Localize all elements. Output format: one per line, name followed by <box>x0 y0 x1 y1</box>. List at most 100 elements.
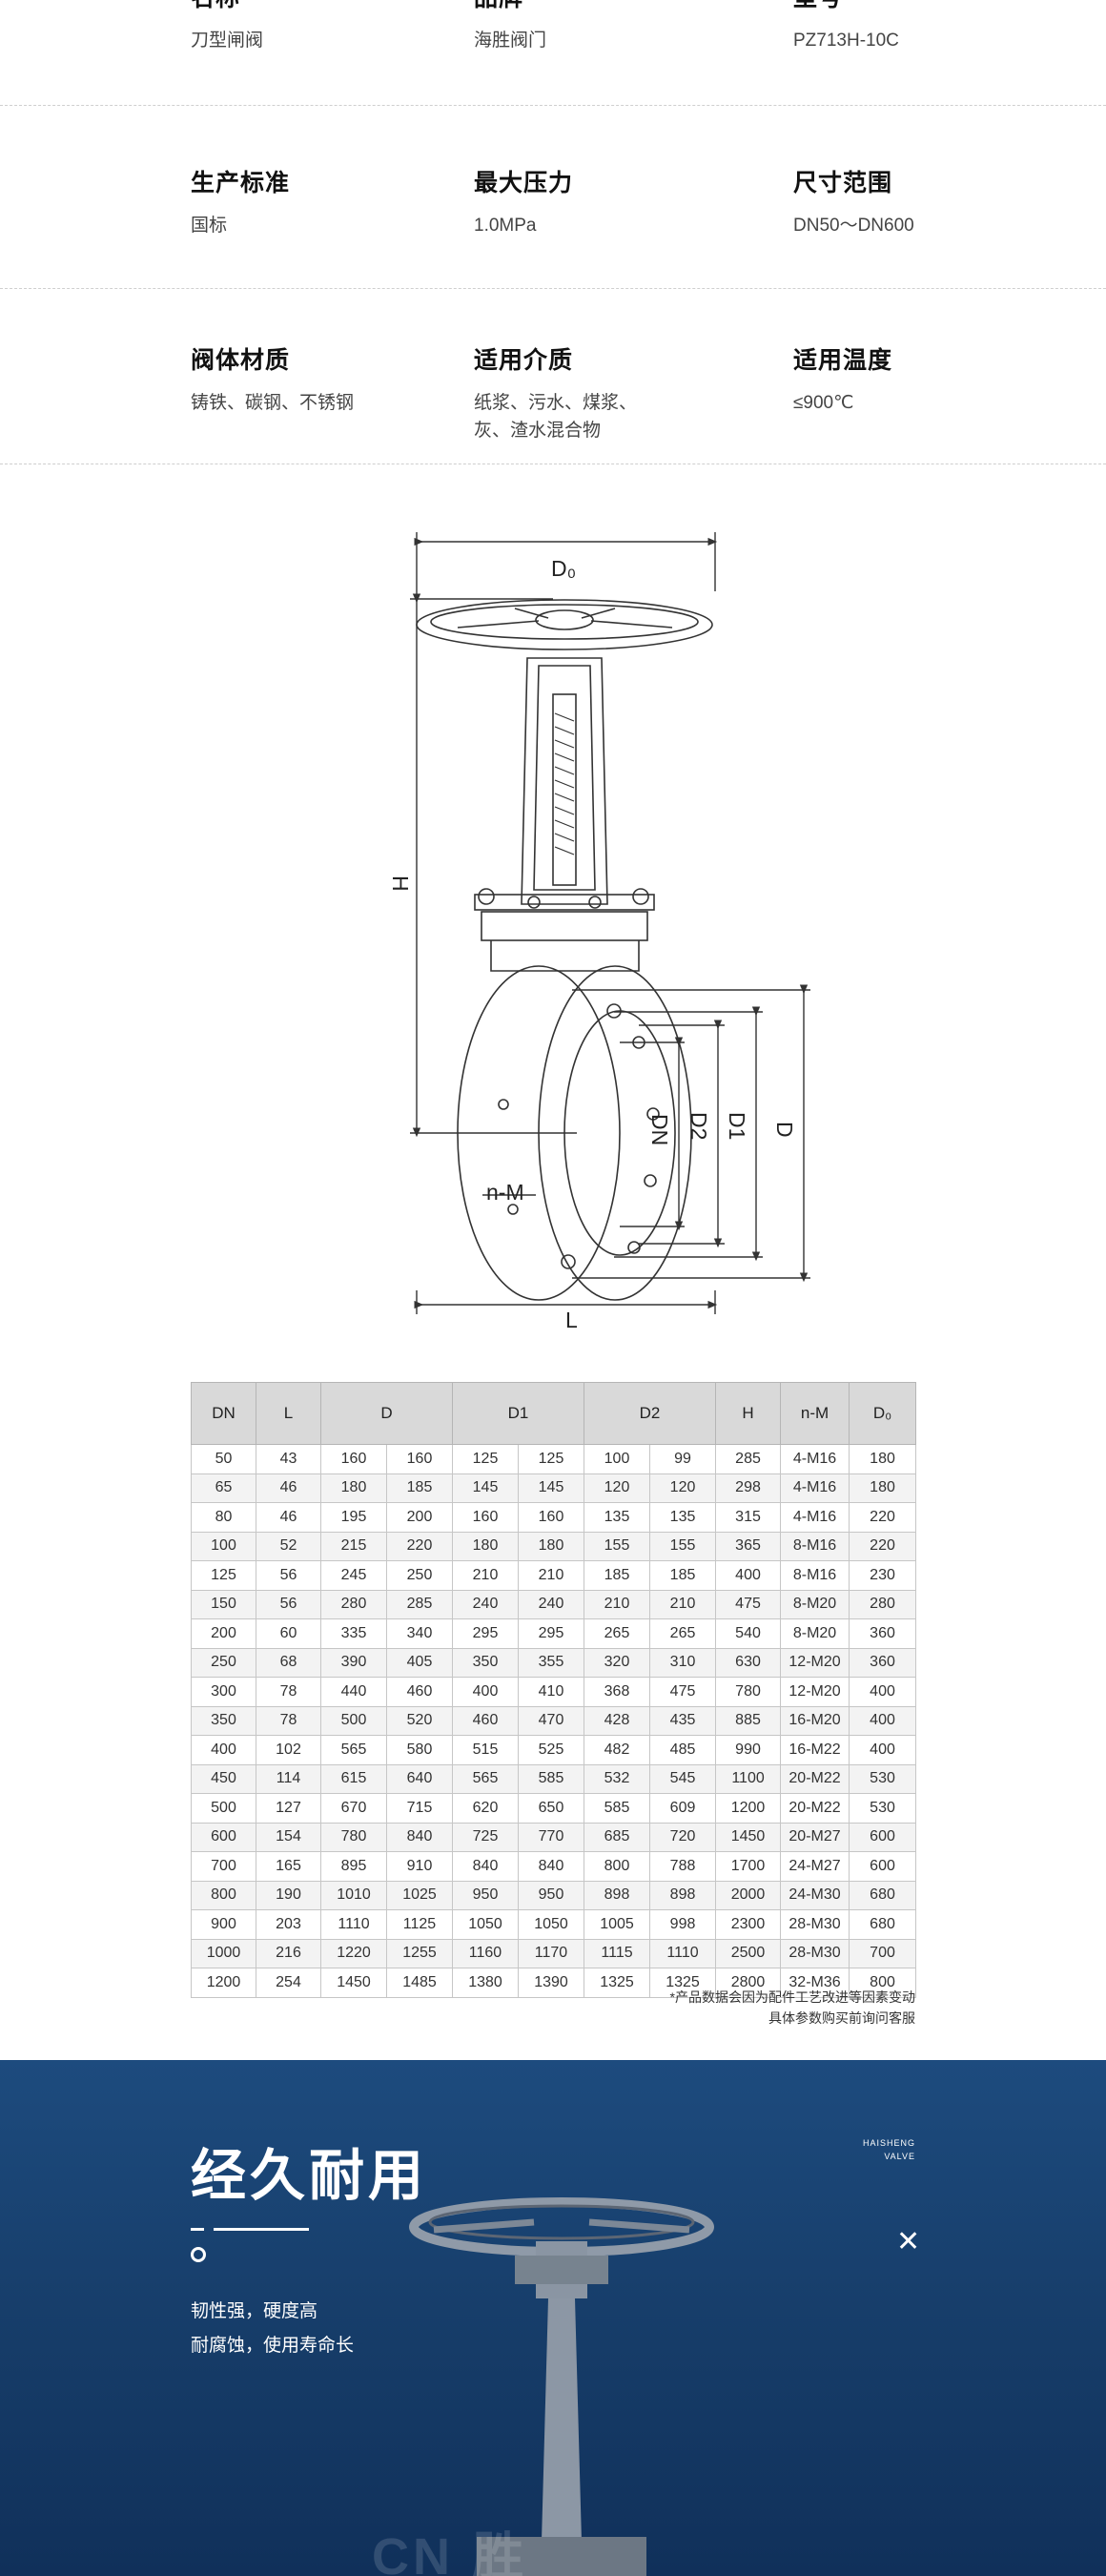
table-cell: 788 <box>649 1851 717 1882</box>
table-cell: 220 <box>386 1531 453 1561</box>
table-cell: 68 <box>256 1647 321 1678</box>
table-cell: 1000 <box>191 1938 256 1968</box>
table-cell: 210 <box>649 1589 717 1619</box>
spec-value-line: 纸浆、污水、煤浆、 <box>474 393 638 413</box>
table-cell: 200 <box>191 1618 256 1649</box>
table-cell: 680 <box>849 1909 917 1940</box>
table-cell: 210 <box>584 1589 651 1619</box>
table-cell: 1390 <box>517 1968 585 1998</box>
table-cell: 220 <box>849 1502 917 1533</box>
table-cell: 1100 <box>715 1763 782 1794</box>
table-cell: 80 <box>191 1502 256 1533</box>
label-d2: D2 <box>686 1112 711 1140</box>
feature-line: 韧性强，硬度高 <box>191 2301 318 2321</box>
label-l: L <box>565 1308 578 1332</box>
spec-value: 国标 <box>191 216 228 236</box>
table-cell: 315 <box>715 1502 782 1533</box>
table-cell: 180 <box>849 1473 917 1503</box>
table-cell: 1110 <box>649 1938 717 1968</box>
spec-value: PZ713H-10C <box>793 31 899 51</box>
spec-title: 生产标准 <box>191 170 291 196</box>
table-header: D1 <box>451 1382 585 1445</box>
table-cell: 154 <box>256 1822 321 1852</box>
table-cell: 600 <box>849 1851 917 1882</box>
label-dn: DN <box>647 1114 672 1145</box>
table-cell: 565 <box>452 1763 519 1794</box>
table-cell: 160 <box>386 1444 453 1474</box>
table-cell: 400 <box>849 1735 917 1765</box>
table-cell: 400 <box>849 1677 917 1707</box>
table-cell: 46 <box>256 1473 321 1503</box>
table-cell: 620 <box>452 1793 519 1824</box>
spec-value: 1.0MPa <box>474 216 537 236</box>
table-cell: 585 <box>584 1793 651 1824</box>
table-cell: 1160 <box>452 1938 519 1968</box>
table-cell: 216 <box>256 1938 321 1968</box>
table-cell: 1170 <box>517 1938 585 1968</box>
table-cell: 99 <box>649 1444 717 1474</box>
table-cell: 530 <box>849 1793 917 1824</box>
table-cell: 285 <box>715 1444 782 1474</box>
table-cell: 4-M16 <box>780 1502 850 1533</box>
spec-title: 适用温度 <box>793 347 893 374</box>
table-cell: 155 <box>584 1531 651 1561</box>
table-cell: 609 <box>649 1793 717 1824</box>
table-cell: 475 <box>649 1677 717 1707</box>
table-header: D₀ <box>849 1382 917 1445</box>
table-cell: 355 <box>517 1647 585 1678</box>
table-cell: 545 <box>649 1763 717 1794</box>
table-cell: 20-M27 <box>780 1822 850 1852</box>
table-cell: 800 <box>584 1851 651 1882</box>
table-cell: 2300 <box>715 1909 782 1940</box>
table-cell: 245 <box>320 1560 387 1591</box>
table-note: *产品数据会因为配件工艺改进等因素变动 具体参数购买前询问客服 <box>670 1987 915 2029</box>
table-cell: 165 <box>256 1851 321 1882</box>
close-icon[interactable]: ✕ <box>896 2226 921 2257</box>
table-cell: 700 <box>191 1851 256 1882</box>
table-cell: 280 <box>849 1589 917 1619</box>
feature-line: 耐腐蚀，使用寿命长 <box>191 2336 355 2356</box>
table-cell: 210 <box>517 1560 585 1591</box>
table-cell: 685 <box>584 1822 651 1852</box>
table-cell: 400 <box>191 1735 256 1765</box>
table-note-line: 具体参数购买前询问客服 <box>768 2010 915 2026</box>
table-cell: 285 <box>386 1589 453 1619</box>
table-cell: 400 <box>715 1560 782 1591</box>
table-cell: 20-M22 <box>780 1763 850 1794</box>
table-cell: 12-M20 <box>780 1677 850 1707</box>
spec-title: 尺寸范围 <box>793 170 893 196</box>
table-cell: 220 <box>849 1531 917 1561</box>
table-cell: 1220 <box>320 1938 387 1968</box>
spec-material: 阀体材质 铸铁、碳钢、不锈钢 <box>191 341 354 417</box>
table-cell: 670 <box>320 1793 387 1824</box>
valve-photo <box>409 2197 714 2576</box>
table-cell: 1200 <box>191 1968 256 1998</box>
table-cell: 265 <box>584 1618 651 1649</box>
table-cell: 120 <box>649 1473 717 1503</box>
spec-value: 海胜阀门 <box>474 31 547 51</box>
table-cell: 1025 <box>386 1880 453 1910</box>
table-cell: 715 <box>386 1793 453 1824</box>
divider <box>0 288 1106 289</box>
spec-value: 纸浆、污水、煤浆、 灰、渣水混合物 <box>474 389 637 444</box>
table-cell: 180 <box>452 1531 519 1561</box>
table-cell: 1700 <box>715 1851 782 1882</box>
spec-title: 品牌 <box>474 0 546 13</box>
accent-line-long <box>214 2228 309 2231</box>
table-cell: 24-M30 <box>780 1880 850 1910</box>
divider <box>0 105 1106 106</box>
spec-model: 型号 PZ713H-10C <box>793 0 899 54</box>
table-cell: 365 <box>715 1531 782 1561</box>
table-cell: 310 <box>649 1647 717 1678</box>
table-cell: 405 <box>386 1647 453 1678</box>
table-cell: 127 <box>256 1793 321 1824</box>
table-cell: 725 <box>452 1822 519 1852</box>
table-cell: 203 <box>256 1909 321 1940</box>
